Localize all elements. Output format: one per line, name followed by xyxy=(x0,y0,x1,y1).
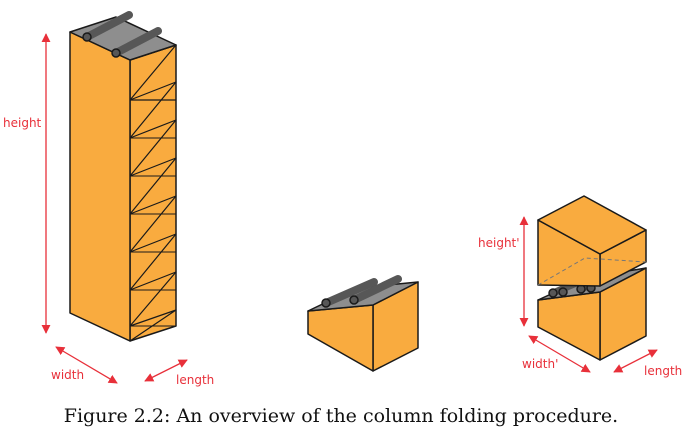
tall-column-rod-2-end xyxy=(111,48,121,58)
tall-width-arrow xyxy=(55,346,118,384)
tall-column-rod-2 xyxy=(112,27,162,57)
small-width-label: width' xyxy=(522,357,558,371)
tall-column-rod-1-end xyxy=(82,32,92,42)
tall-column-rod-1 xyxy=(83,11,133,41)
small-column-dimensions xyxy=(519,216,658,373)
small-column-rod-1-end-b xyxy=(558,287,568,297)
small-height-label: height' xyxy=(478,236,520,250)
small-column xyxy=(537,195,647,361)
folded-block-rod-2-end xyxy=(349,295,359,305)
tall-column-dimensions xyxy=(41,33,188,384)
folded-block-rod-2 xyxy=(350,275,402,304)
small-column-rod-1-end xyxy=(548,288,558,298)
small-width-arrow xyxy=(528,335,591,373)
tall-column-front-face xyxy=(69,31,131,342)
small-length-arrow xyxy=(613,349,658,373)
tall-column xyxy=(69,11,177,342)
folded-block-front-face xyxy=(307,304,374,372)
folded-block-rod-1-end xyxy=(321,298,331,308)
figure-caption: Figure 2.2: An overview of the column fo… xyxy=(63,405,619,427)
tall-height-label: height xyxy=(3,116,42,130)
small-column-top-face xyxy=(537,195,647,255)
small-column-hidden-edge xyxy=(537,257,647,286)
tall-length-label: length xyxy=(176,373,214,387)
tall-width-label: width xyxy=(51,368,84,382)
small-column-lower-front-face xyxy=(537,291,601,361)
column-folding-diagram: height width length height' widt xyxy=(3,11,682,387)
folded-block-rod-1 xyxy=(322,278,378,307)
tall-column-side-face xyxy=(129,44,177,342)
tall-length-arrow xyxy=(144,359,188,382)
small-length-label: length' xyxy=(644,364,682,378)
folded-block xyxy=(307,275,419,372)
